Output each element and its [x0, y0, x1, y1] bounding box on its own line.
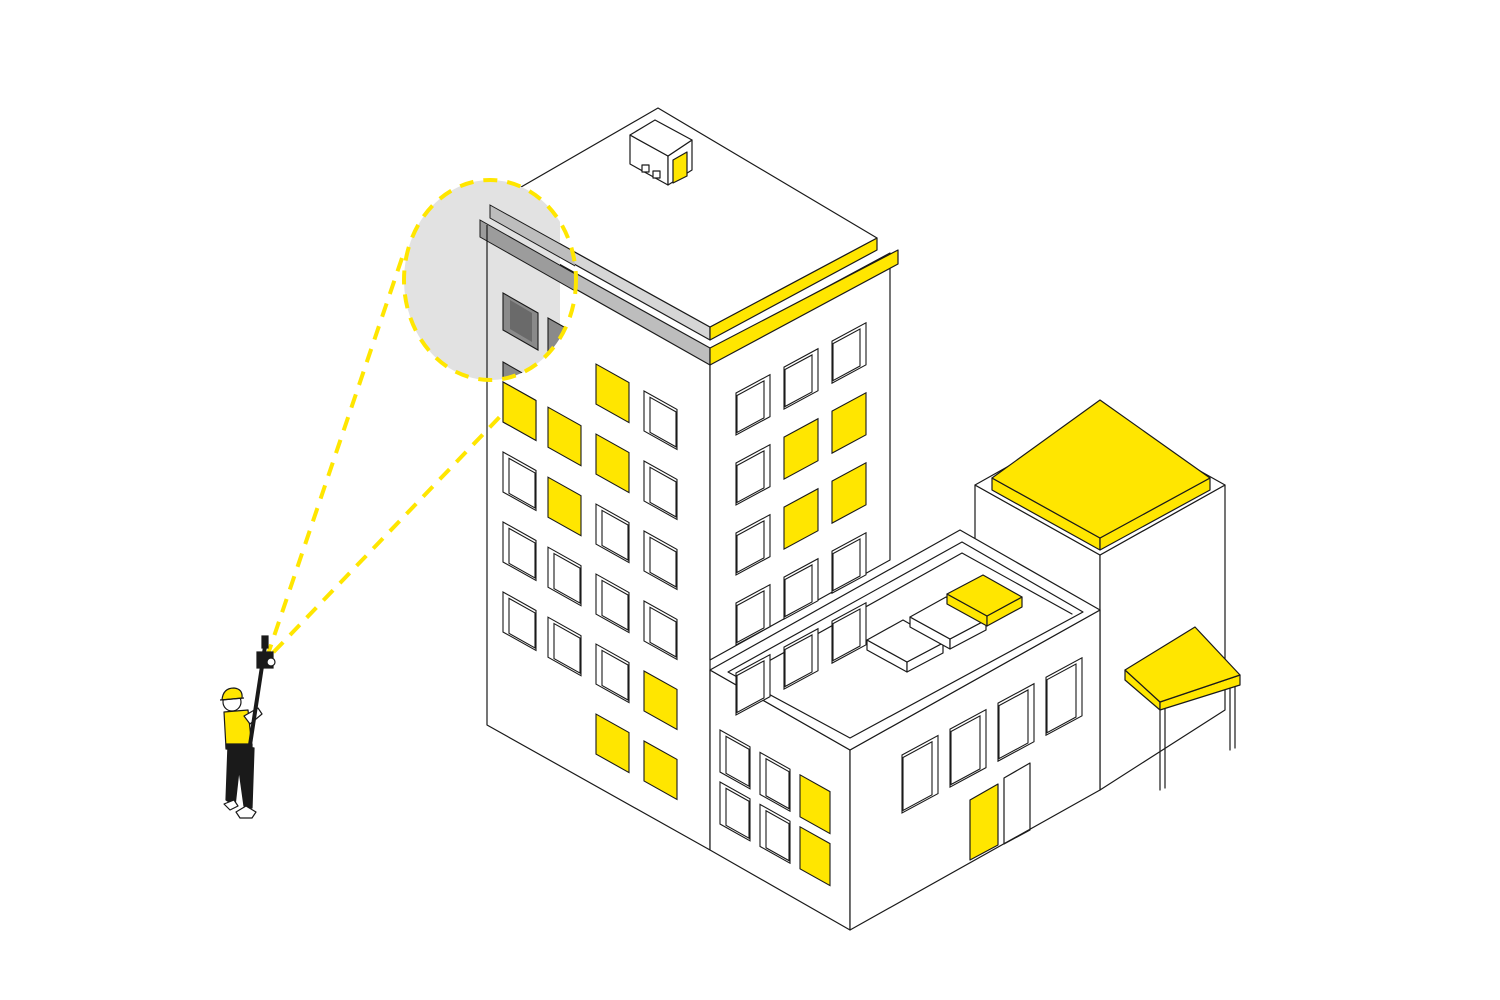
- window-recess: [649, 606, 677, 658]
- annex-roof-slab: [991, 399, 1211, 551]
- camera-pole-icon: [248, 635, 276, 746]
- inspection-zone-icon: [264, 178, 578, 662]
- window-recess: [601, 579, 629, 631]
- window-recess: [736, 449, 765, 504]
- roof-units: [866, 574, 1023, 673]
- windows-layer: [502, 321, 1083, 887]
- window-lit: [547, 406, 582, 467]
- window-recess: [649, 536, 677, 588]
- window-recess: [508, 597, 536, 649]
- window-recess: [601, 509, 629, 561]
- window-recess: [1046, 663, 1077, 734]
- window-lit: [799, 825, 831, 887]
- window-lit: [595, 713, 630, 774]
- window-lit: [783, 487, 819, 551]
- window-recess: [784, 354, 813, 408]
- window-lit: [595, 433, 630, 494]
- window-recess: [832, 328, 861, 382]
- window-recess: [765, 809, 790, 862]
- window-recess: [736, 589, 765, 644]
- window-recess: [553, 552, 581, 605]
- window-lit: [595, 363, 630, 424]
- window-lit: [643, 740, 678, 801]
- window-lit: [643, 670, 678, 731]
- window-recess: [736, 519, 765, 574]
- window-recess: [832, 538, 861, 592]
- window-recess: [649, 466, 677, 518]
- window-recess: [902, 740, 933, 812]
- window-recess: [736, 659, 765, 714]
- window-recess: [832, 608, 861, 662]
- window-lit: [502, 381, 537, 442]
- window-recess: [998, 689, 1029, 760]
- window-recess: [784, 634, 813, 688]
- window-recess: [784, 564, 813, 618]
- window-lit: [799, 773, 831, 835]
- window-recess: [950, 714, 981, 786]
- window-recess: [765, 757, 790, 810]
- entrance-door: [969, 762, 1031, 861]
- window-recess: [508, 457, 536, 509]
- window-lit: [783, 417, 819, 481]
- window-recess: [649, 396, 677, 448]
- window-recess: [601, 649, 629, 701]
- awning: [1124, 626, 1241, 791]
- window-recess: [725, 735, 750, 788]
- person-icon: [219, 687, 263, 819]
- window-recess: [553, 622, 581, 675]
- rooftop-hut: [629, 119, 693, 186]
- window-lit: [831, 461, 867, 525]
- window-lit: [547, 476, 582, 537]
- window-recess: [736, 379, 765, 434]
- window-recess: [508, 527, 536, 579]
- window-recess: [725, 787, 750, 840]
- window-lit: [831, 391, 867, 455]
